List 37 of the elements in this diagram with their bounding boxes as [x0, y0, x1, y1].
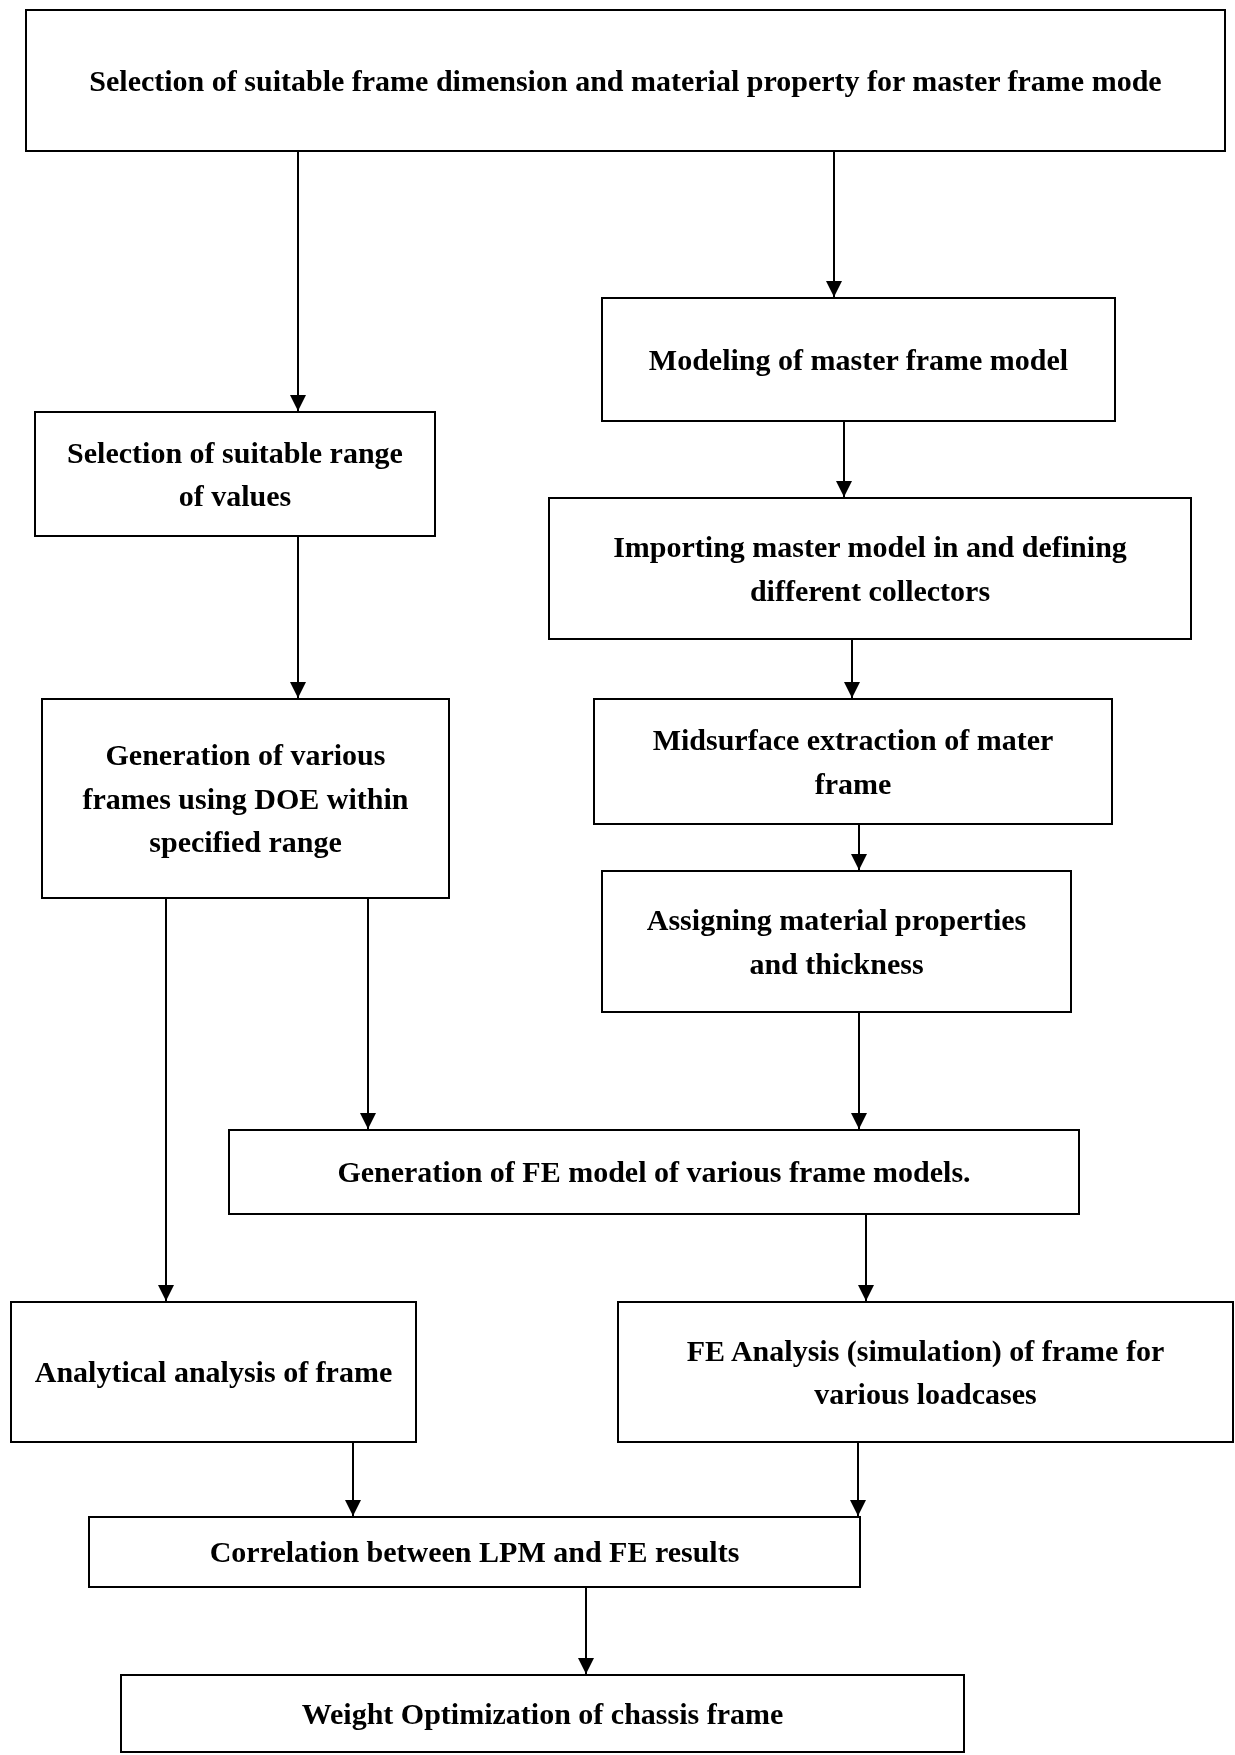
arrow — [345, 1442, 361, 1517]
process-box — [601, 870, 1072, 1013]
arrow — [850, 1442, 866, 1517]
step-text: FE Analysis (simulation) of frame for various loadcases — [685, 1332, 1166, 1412]
arrow — [158, 898, 174, 1302]
step-text: Correlation between LPM and FE results — [209, 1534, 740, 1571]
arrow — [851, 824, 867, 871]
process-box — [34, 411, 436, 537]
step-text: Generation of various frames using DOE within specified range — [81, 737, 410, 861]
arrow — [836, 421, 852, 498]
process-box — [548, 497, 1192, 640]
arrow — [360, 898, 376, 1130]
step-text: Importing master model in and defining different collectors — [612, 529, 1128, 609]
step-text: Generation of FE model of various frame models. — [337, 1154, 971, 1191]
process-box — [25, 9, 1226, 152]
step-text: Midsurface extraction of mater frame — [651, 722, 1055, 802]
process-box — [593, 698, 1113, 825]
process-box — [228, 1129, 1080, 1215]
process-box — [120, 1674, 965, 1753]
process-box — [88, 1516, 861, 1588]
arrow — [290, 536, 306, 699]
step-text: Modeling of master frame model — [648, 341, 1069, 378]
process-box — [601, 297, 1116, 422]
arrow — [578, 1587, 594, 1675]
process-box — [10, 1301, 417, 1443]
step-text: Selection of suitable range of values — [66, 434, 404, 514]
step-text: Weight Optimization of chassis frame — [301, 1695, 784, 1732]
process-box — [41, 698, 450, 899]
step-text: Assigning material properties and thickness — [645, 902, 1028, 982]
step-text: Selection of suitable frame dimension and material property for master frame mode — [89, 63, 1162, 99]
arrow — [826, 151, 842, 298]
arrow — [858, 1214, 874, 1302]
arrow — [844, 639, 860, 699]
arrow — [851, 1012, 867, 1130]
step-text: Analytical analysis of frame — [34, 1354, 393, 1391]
arrow — [290, 151, 306, 412]
process-box — [617, 1301, 1234, 1443]
